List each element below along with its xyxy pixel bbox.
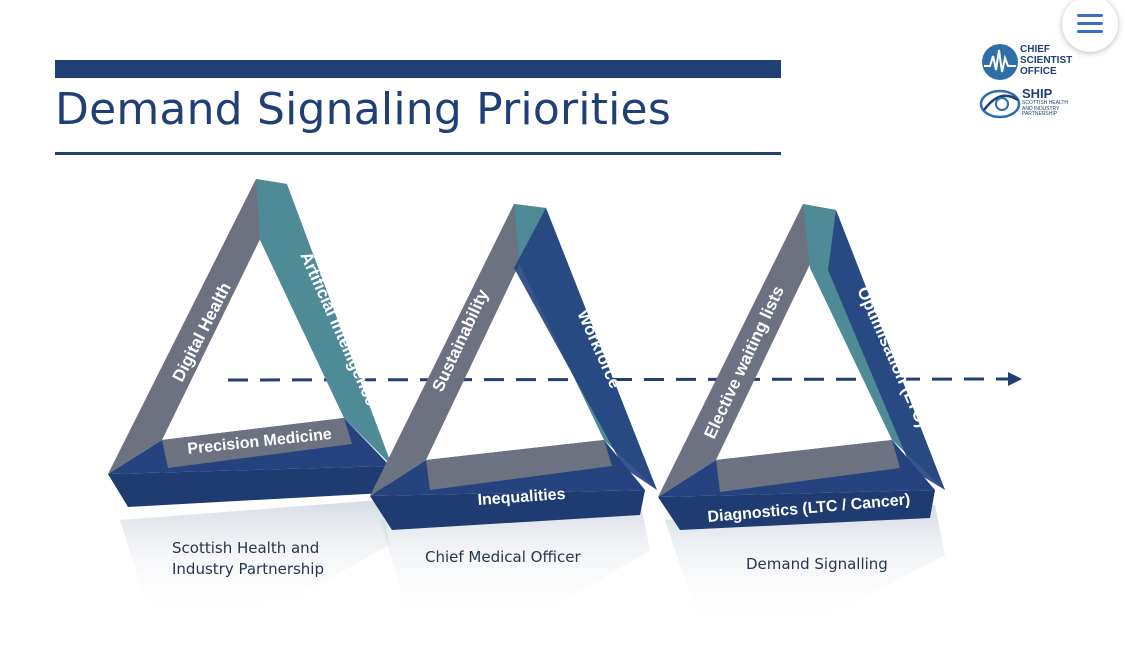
triangle-1-left-face bbox=[108, 179, 287, 474]
hamburger-menu-icon bbox=[1077, 14, 1103, 17]
triangle-3-caption: Demand Signalling bbox=[746, 554, 888, 575]
triangle-2-reflection bbox=[380, 500, 650, 620]
logo-line-office: OFFICE bbox=[1020, 66, 1057, 77]
triangle-1-reflection bbox=[120, 500, 390, 615]
triangle-1-caption-line-2: Industry Partnership bbox=[172, 560, 324, 578]
ship-logo-text: SHIP bbox=[1022, 86, 1053, 101]
triangle-1 bbox=[108, 179, 392, 507]
triangle-1-base-top bbox=[162, 418, 352, 468]
triangle-2-base-label: Inequalities bbox=[477, 486, 566, 509]
triangle-1-caption-line-1: Scottish Health and bbox=[172, 539, 320, 557]
triangle-3-base-top bbox=[716, 440, 900, 492]
triangle-1-right-face bbox=[256, 179, 392, 466]
ship-sub-line-1: SCOTTISH HEALTH bbox=[1022, 100, 1069, 106]
triangle-3-base-front bbox=[658, 490, 935, 530]
triangle-3-caption-line-1: Demand Signalling bbox=[746, 555, 888, 573]
chief-scientist-office-text: CHIEF SCIENTIST OFFICE bbox=[1020, 44, 1072, 77]
triangle-3-left-label: Elective waiting lists bbox=[700, 283, 787, 442]
triangle-2-base-top bbox=[426, 440, 612, 490]
triangle-3-right-inner-face bbox=[828, 210, 945, 490]
title-underline bbox=[55, 152, 781, 155]
triangle-1-base-front bbox=[108, 466, 390, 507]
logo-block: CHIEF SCIENTIST OFFICE SHIP SCOTTISH HEA… bbox=[978, 40, 1088, 130]
ship-logo-icon bbox=[979, 89, 1021, 119]
page-title: Demand Signaling Priorities bbox=[55, 84, 671, 135]
triangle-2 bbox=[370, 204, 657, 530]
ship-sub-line-2: AND INDUSTRY bbox=[1022, 105, 1060, 112]
triangle-2-left-face bbox=[370, 204, 546, 496]
chief-scientist-office-logo-icon bbox=[982, 44, 1018, 80]
triangle-3-left-face bbox=[658, 204, 836, 497]
ship-subtitle: SCOTTISH HEALTH AND INDUSTRY PARTNERSHIP bbox=[1022, 100, 1082, 118]
logo-line-scientist: SCIENTIST bbox=[1020, 55, 1073, 66]
triangle-2-base-front bbox=[370, 490, 645, 530]
arrow-head-icon bbox=[1008, 372, 1022, 386]
triangle-2-right-inner-face bbox=[514, 208, 657, 490]
triangle-1-caption: Scottish Health and Industry Partnership bbox=[172, 538, 324, 580]
triangle-2-caption-line-1: Chief Medical Officer bbox=[425, 548, 581, 566]
hamburger-menu-button[interactable] bbox=[1062, 0, 1118, 52]
ship-sub-line-3: PARTNERSHIP bbox=[1022, 111, 1058, 117]
logo-line-chief: CHIEF bbox=[1020, 44, 1050, 55]
triangle-3 bbox=[658, 204, 945, 530]
triangle-3-reflection bbox=[665, 505, 945, 625]
title-top-bar bbox=[55, 60, 781, 78]
triangle-2-caption: Chief Medical Officer bbox=[425, 547, 581, 568]
